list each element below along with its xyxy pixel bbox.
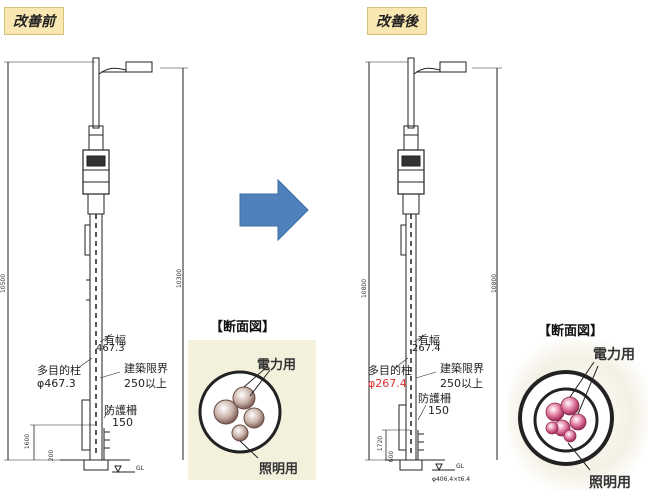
after-guard-value: 150 [428, 404, 449, 417]
before-guard-label: 防護柵 [104, 404, 137, 417]
after-dim-right: 10800 [491, 273, 499, 294]
after-guard-label: 防護柵 [418, 392, 451, 405]
before-gl: GL [136, 465, 144, 472]
after-width-value: 267.4 [412, 343, 441, 354]
after-clearance-value: 250以上 [440, 377, 483, 390]
before-width-label: 有幅 [104, 334, 126, 347]
after-base-note: φ406.4×t6.4 [432, 476, 471, 483]
after-width-label: 有幅 [418, 334, 440, 347]
after-section-title: 【断面図】 [538, 324, 604, 339]
transition-arrow [239, 178, 309, 242]
before-pole-drawing [4, 57, 188, 474]
before-dim-total: 10500 [0, 273, 8, 294]
after-section-drawing [508, 340, 648, 490]
after-dim-total: 10800 [361, 278, 369, 299]
before-width-value: 467.3 [96, 343, 125, 354]
before-tag: 改善前 [4, 7, 64, 35]
before-dim-right: 10300 [176, 268, 184, 289]
after-dim-base: 600 [388, 450, 396, 463]
after-dim-low: 1720 [377, 435, 385, 452]
after-pole-diameter: φ267.4 [368, 377, 407, 390]
before-dim-base: 200 [48, 449, 56, 462]
after-tag: 改善後 [367, 7, 427, 35]
after-pole-drawing [365, 57, 502, 472]
after-clearance-label: 建築限界 [440, 362, 484, 375]
before-section-title: 【断面図】 [210, 320, 276, 335]
before-pole-label: 多目的柱 [37, 364, 81, 377]
before-pole-diameter: φ467.3 [37, 377, 76, 390]
before-power-label: 電力用 [257, 358, 297, 373]
before-section-drawing [198, 365, 282, 459]
before-clearance-label: 建築限界 [124, 362, 168, 375]
after-power-label: 電力用 [593, 347, 635, 363]
before-lighting-label: 照明用 [259, 462, 299, 477]
before-guard-value: 150 [112, 416, 133, 429]
after-lighting-label: 照明用 [589, 475, 631, 491]
after-pole-label: 多目的柱 [368, 364, 412, 377]
after-gl: GL [456, 463, 464, 470]
before-dim-low: 1600 [24, 433, 32, 450]
before-clearance-value: 250以上 [124, 377, 167, 390]
